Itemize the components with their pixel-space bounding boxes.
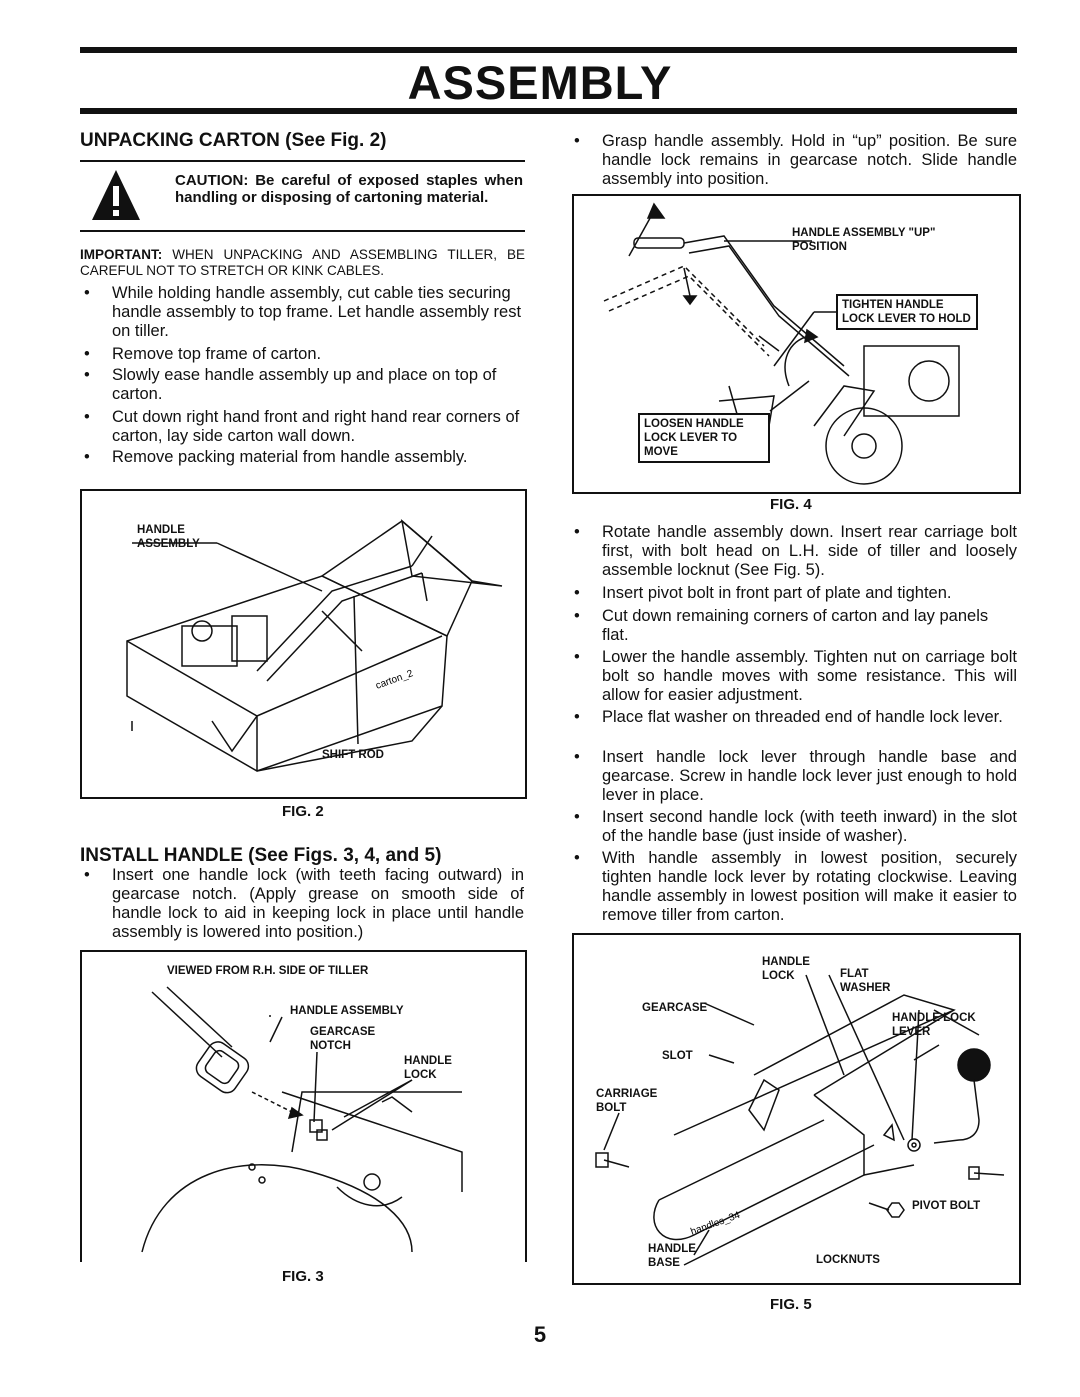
carton-ref: carton_2	[374, 668, 415, 692]
unpack-bullet-text: While holding handle assembly, cut cable…	[112, 284, 522, 340]
important-text: WHEN UNPACKING AND ASSEMBLING TILLER, BE…	[80, 247, 525, 278]
right-bullet: •With handle assembly in lowest position…	[574, 849, 1017, 924]
right-bullet-text: Lower the handle assembly. Tighten nut o…	[602, 648, 1017, 704]
figure-5-caption: FIG. 5	[770, 1296, 812, 1313]
right-bullet-text: Insert pivot bolt in front part of plate…	[602, 584, 952, 602]
unpack-bullet: •Cut down right hand front and right han…	[84, 408, 520, 445]
right-bullet: •Grasp handle assembly. Hold in “up” pos…	[574, 132, 1017, 188]
handle-lock-lever-label: HANDLE LOCK LEVER	[892, 1012, 976, 1038]
slot-label: SLOT	[662, 1050, 693, 1062]
pivot-bolt-label: PIVOT BOLT	[912, 1200, 981, 1212]
unpack-bullet-text: Cut down right hand front and right hand…	[112, 408, 520, 445]
right-bullet: •Insert second handle lock (with teeth i…	[574, 808, 1017, 845]
right-bullet: •Insert handle lock lever through handle…	[574, 748, 1017, 804]
right-bullet-text: With handle assembly in lowest position,…	[602, 849, 1017, 924]
important-label: IMPORTANT:	[80, 247, 163, 262]
install-heading: INSTALL HANDLE (See Figs. 3, 4, and 5)	[80, 845, 442, 866]
unpack-bullet-text: Slowly ease handle assembly up and place…	[112, 366, 497, 403]
figure-4-caption: FIG. 4	[770, 496, 812, 513]
caution-text: CAUTION: Be careful of exposed staples w…	[175, 172, 523, 206]
flat-washer-label: FLAT WASHER	[840, 968, 891, 994]
gearcase-label: GEARCASE	[642, 1002, 708, 1014]
right-bullet-text: Grasp handle assembly. Hold in “up” posi…	[602, 132, 1017, 188]
important-note: IMPORTANT: WHEN UNPACKING AND ASSEMBLING…	[80, 247, 525, 279]
locknuts-label: LOCKNUTS	[816, 1254, 880, 1266]
unpack-bullet: •Remove packing material from handle ass…	[84, 448, 468, 466]
loosen-label: LOOSEN HANDLE LOCK LEVER TO MOVE	[638, 413, 770, 463]
right-bullet-text: Cut down remaining corners of carton and…	[602, 607, 989, 644]
top-rule	[80, 47, 1017, 53]
figure-2-caption: FIG. 2	[282, 803, 324, 820]
right-bullet-text: Place flat washer on threaded end of han…	[602, 708, 1003, 726]
viewed-from-label: VIEWED FROM R.H. SIDE OF TILLER	[167, 965, 369, 977]
right-bullet: •Place flat washer on threaded end of ha…	[574, 708, 1003, 726]
shift-rod-label: SHIFT ROD	[322, 749, 384, 761]
right-bullet: •Insert pivot bolt in front part of plat…	[574, 584, 952, 602]
figure-5: handles_34 HANDLE LOCK FLAT WASHER GEARC…	[572, 933, 1021, 1285]
handle-lock-label: HANDLE LOCK	[404, 1055, 452, 1081]
right-bullet: •Cut down remaining corners of carton an…	[574, 607, 989, 644]
figure-2: carton_2 HANDLE ASSEMBLY SHIFT ROD	[80, 489, 527, 799]
unpack-bullet: •Remove top frame of carton.	[84, 345, 322, 363]
tiller-illustration	[603, 202, 960, 485]
unpack-bullet-text: Remove top frame of carton.	[112, 345, 322, 363]
handle-lock-illustration: handles_34	[595, 974, 1005, 1266]
right-bullet-text: Rotate handle assembly down. Insert rear…	[602, 523, 1017, 579]
unpack-bullet-text: Remove packing material from handle asse…	[112, 448, 468, 466]
unpacking-heading: UNPACKING CARTON (See Fig. 2)	[80, 130, 387, 151]
handle-lock-label: HANDLE LOCK	[762, 956, 810, 982]
caution-box: CAUTION: Be careful of exposed staples w…	[80, 160, 525, 232]
handle-assembly-label: HANDLE ASSEMBLY	[137, 524, 200, 550]
page-number: 5	[533, 1322, 547, 1347]
figure-4: HANDLE ASSEMBLY "UP" POSITION TIGHTEN HA…	[572, 194, 1021, 494]
gearcase-illustration	[141, 986, 463, 1253]
page-title: ASSEMBLY	[407, 56, 673, 109]
warning-icon	[92, 170, 140, 220]
title-rule	[80, 108, 1017, 114]
unpack-bullet: •While holding handle assembly, cut cabl…	[84, 284, 522, 340]
figure-3-caption: FIG. 3	[282, 1268, 324, 1285]
figure-3: VIEWED FROM R.H. SIDE OF TILLER HANDLE A…	[80, 950, 527, 1262]
handle-assembly-label: HANDLE ASSEMBLY	[290, 1005, 404, 1017]
right-bullet-text: Insert second handle lock (with teeth in…	[602, 808, 1017, 845]
up-position-label: HANDLE ASSEMBLY "UP" POSITION	[792, 227, 936, 253]
gearcase-notch-label: GEARCASE NOTCH	[310, 1026, 376, 1052]
carton-illustration: carton_2	[126, 519, 503, 772]
handle-base-label: HANDLE BASE	[648, 1243, 696, 1269]
tighten-label: TIGHTEN HANDLE LOCK LEVER TO HOLD	[836, 294, 978, 330]
handles-ref: handles_34	[689, 1210, 742, 1238]
install-bullet: •Insert one handle lock (with teeth faci…	[84, 866, 524, 941]
right-bullet: •Rotate handle assembly down. Insert rea…	[574, 523, 1017, 579]
carriage-bolt-label: CARRIAGE BOLT	[596, 1088, 658, 1114]
right-bullet-text: Insert handle lock lever through handle …	[602, 748, 1017, 804]
install-bullet-text: Insert one handle lock (with teeth facin…	[112, 866, 524, 941]
unpack-bullet: •Slowly ease handle assembly up and plac…	[84, 366, 497, 403]
right-bullet: •Lower the handle assembly. Tighten nut …	[574, 648, 1017, 704]
